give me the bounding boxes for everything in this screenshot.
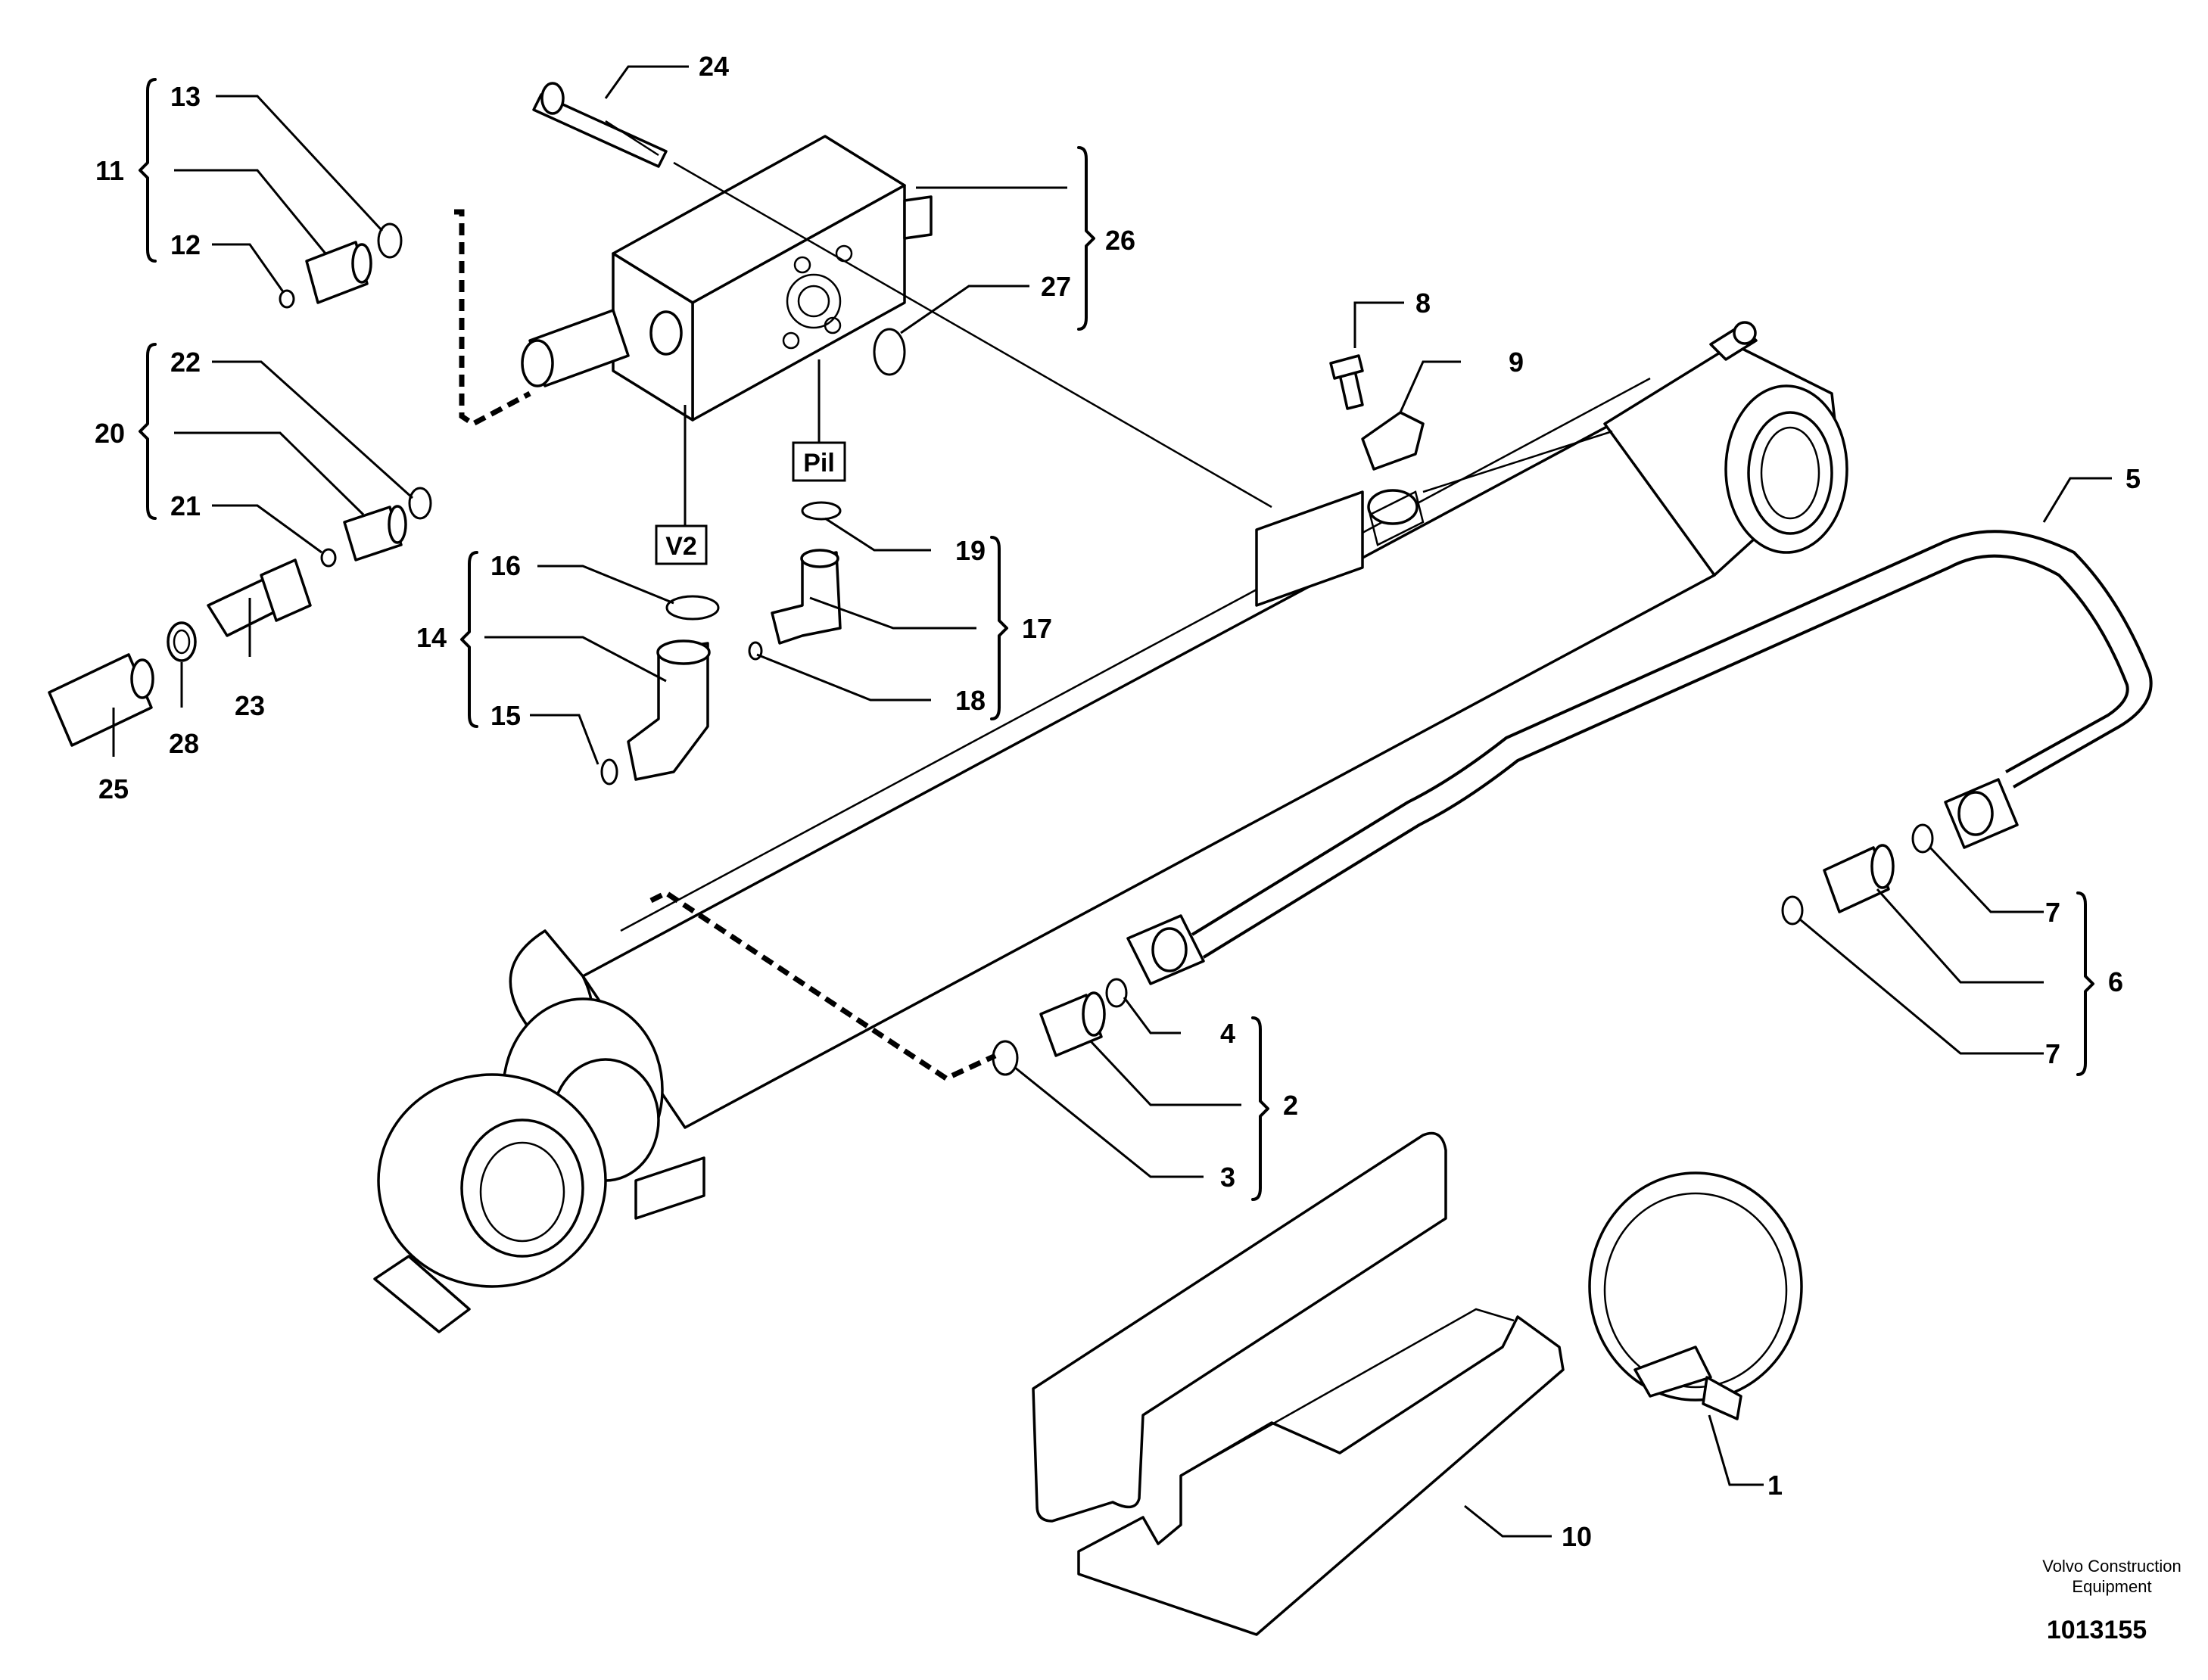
callout-5: 5 (2125, 463, 2141, 494)
callout-27: 27 (1041, 271, 1071, 302)
callout-15: 15 (490, 700, 521, 731)
callout-21: 21 (170, 490, 201, 521)
callout-2: 2 (1283, 1090, 1298, 1121)
callout-4: 4 (1220, 1018, 1235, 1049)
callout-17: 17 (1022, 613, 1052, 644)
valve-block (521, 135, 933, 422)
callout-3: 3 (1220, 1162, 1235, 1193)
callout-11: 11 (95, 155, 124, 186)
port-label-pil: Pil (803, 449, 835, 478)
port-label-pil-box: Pil (792, 441, 846, 482)
callout-6: 6 (2108, 966, 2123, 997)
port-label-v2-box: V2 (655, 524, 708, 565)
callout-28: 28 (169, 728, 199, 759)
brand-line-1: Volvo Construction (2042, 1557, 2181, 1576)
port-label-v2: V2 (665, 532, 697, 561)
group-braces (139, 78, 2094, 1201)
callout-1: 1 (1767, 1470, 1783, 1501)
callout-9: 9 (1509, 347, 1524, 378)
footer: Volvo Construction Equipment 1013155 (2042, 1557, 2181, 1644)
drawing-number: 1013155 (2047, 1616, 2147, 1644)
callout-14: 14 (416, 622, 447, 653)
callout-23: 23 (235, 690, 265, 721)
callout-7-bottom: 7 (2045, 1038, 2060, 1069)
callout-13: 13 (170, 81, 201, 112)
callout-8: 8 (1415, 288, 1431, 319)
callout-20: 20 (95, 418, 125, 449)
callout-22: 22 (170, 347, 201, 378)
leader-lines (112, 65, 2112, 1538)
callout-18: 18 (955, 685, 986, 716)
callout-26: 26 (1105, 225, 1135, 256)
hydraulic-pipe (1126, 530, 2153, 985)
callout-24: 24 (699, 51, 729, 82)
callout-12: 12 (170, 229, 201, 260)
brand-line-2: Equipment (2072, 1577, 2151, 1596)
callout-labels: 13 11 12 22 20 21 23 28 25 24 16 14 15 1… (95, 51, 2141, 1552)
guard-plate (1032, 1131, 1565, 1636)
bolt (532, 82, 668, 168)
hydraulic-cylinder (373, 321, 1848, 1333)
callout-19: 19 (955, 535, 986, 566)
callout-7-top: 7 (2045, 897, 2060, 928)
hose-clamp (1588, 1171, 1803, 1420)
callout-10: 10 (1562, 1521, 1592, 1552)
callout-25: 25 (98, 773, 129, 804)
callout-16: 16 (490, 550, 521, 581)
fittings-and-seals (48, 222, 1934, 1076)
